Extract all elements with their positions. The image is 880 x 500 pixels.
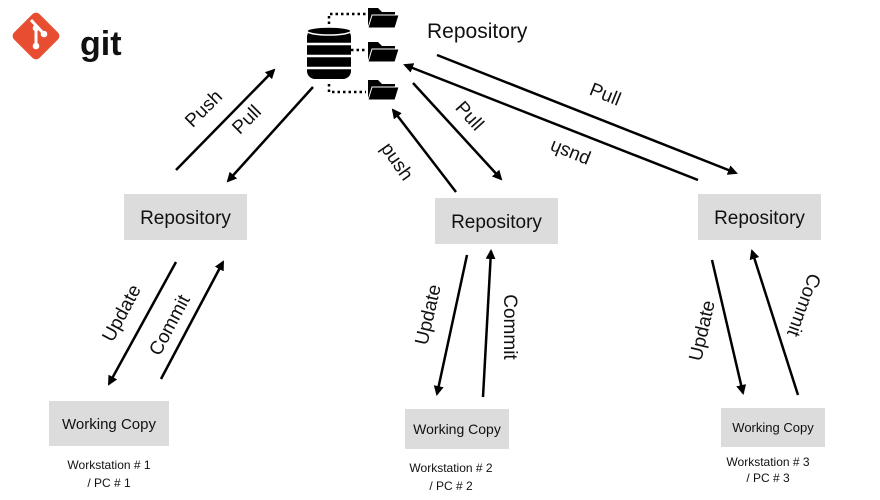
workstation-caption: Workstation # 1 [67,458,150,472]
pull-label: Pull [228,101,265,138]
commit-label: Commit [782,271,824,340]
push-label: push [547,136,593,171]
working-copy-box-3: Working Copy [721,408,825,447]
commit-label: Commit [146,291,196,359]
update-label: Update [98,281,145,345]
repository-label: Repository [140,208,231,229]
commit-arrow [749,249,800,396]
working-copy-box-1: Working Copy [49,401,169,446]
working-copy-box-2: Working Copy [405,409,509,449]
working-copy-label: Working Copy [732,420,814,435]
repository-box-3: Repository [698,194,821,240]
workstation-caption: / PC # 1 [87,476,131,490]
update-arrow [433,254,469,396]
git-diamond-icon [12,12,60,60]
pull-arrow [226,86,314,183]
repository-box-1: Repository [124,194,247,240]
pull-label: Pull [586,79,623,110]
update-arrow [710,259,747,395]
push-arrow [391,108,457,193]
folder-icon [367,80,400,101]
workstation-caption: / PC # 2 [429,479,473,493]
repository-box-2: Repository [435,198,558,244]
central-repository: Repository [306,8,528,101]
pull-arrow [412,82,503,181]
commit-arrow [159,260,225,380]
commit-label: Commit [499,294,520,360]
update-label: Update [412,283,446,347]
folder-icon [367,42,400,63]
push-arrow [175,68,276,171]
folder-icon [367,8,400,29]
update-arrow [107,261,178,386]
repository-label: Repository [714,208,805,229]
central-repository-label: Repository [427,20,528,43]
database-icon [306,26,352,79]
repository-label: Repository [451,212,542,233]
workstation-caption: Workstation # 3 [726,455,809,469]
push-label: push [376,139,417,185]
push-arrow [403,63,699,182]
git-logo: git [12,12,122,63]
commit-arrow [481,249,496,398]
working-copy-label: Working Copy [62,416,156,433]
workstation-caption: Workstation # 2 [409,461,492,475]
pull-arrow [436,53,738,175]
working-copy-label: Working Copy [413,421,501,437]
folder-connector-lines [327,12,366,94]
update-label: Update [686,299,720,363]
workstation-caption: / PC # 3 [746,471,790,485]
git-logo-text: git [80,25,122,63]
